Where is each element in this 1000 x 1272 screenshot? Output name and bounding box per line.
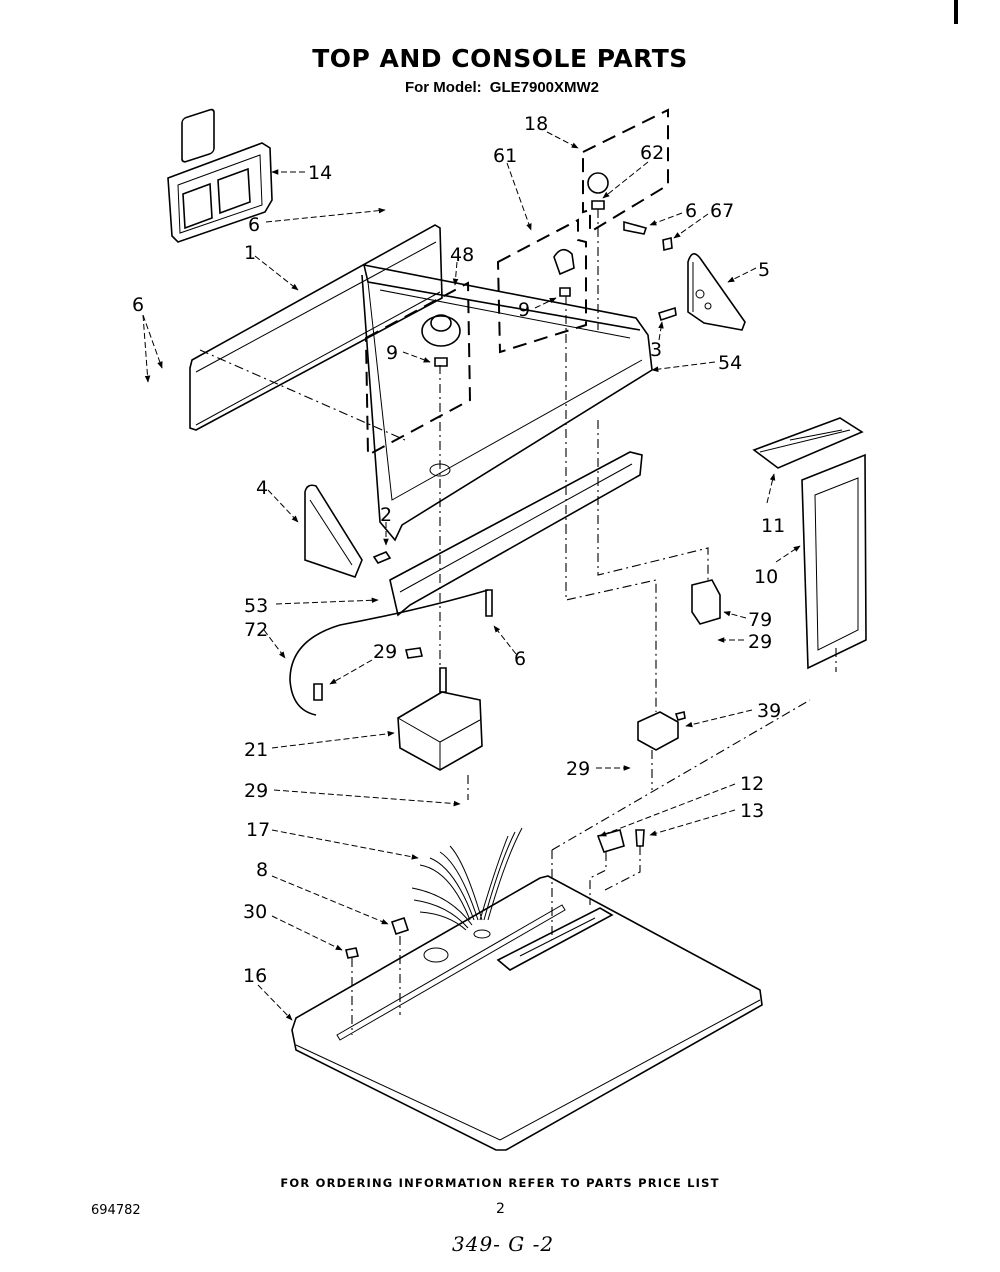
part-2-screw	[372, 551, 392, 564]
part-79-switch	[691, 579, 721, 625]
part-72-ground-wire	[289, 589, 489, 716]
callout-79: 79	[748, 609, 772, 631]
part-39-start-switch	[637, 711, 686, 751]
callout-9-left: 9	[386, 342, 398, 364]
part-48-knob	[421, 314, 461, 367]
callout-6-support: 6	[514, 648, 526, 670]
callout-6-top: 6	[248, 214, 260, 236]
callout-17: 17	[246, 819, 270, 841]
part-30-clip	[345, 947, 359, 959]
callout-30: 30	[243, 901, 267, 923]
callout-10: 10	[754, 566, 778, 588]
model-label: For Model:	[404, 79, 482, 96]
callout-62: 62	[640, 142, 664, 164]
part-29-screw-ground	[313, 683, 323, 701]
page-title: TOP AND CONSOLE PARTS	[312, 44, 688, 73]
callout-6-left: 6	[132, 294, 144, 316]
callout-48: 48	[450, 244, 474, 266]
callout-4: 4	[256, 477, 268, 499]
part-8-terminal-block	[390, 916, 410, 936]
callout-5: 5	[758, 259, 770, 281]
group-18-outline	[582, 108, 669, 234]
callout-16: 16	[243, 965, 267, 987]
part-1-back-panel	[189, 224, 443, 431]
part-3-screw	[658, 306, 677, 322]
leader-lines	[142, 131, 801, 1021]
callout-6-right: 6	[685, 200, 697, 222]
document-number: 694782	[91, 1203, 141, 1218]
callout-9-right: 9	[518, 299, 530, 321]
callout-29-start: 29	[566, 758, 590, 780]
callout-61: 61	[493, 145, 517, 167]
part-67-clip	[662, 236, 673, 252]
part-6-screw-support	[485, 589, 493, 617]
callout-14: 14	[308, 162, 332, 184]
callout-54: 54	[718, 352, 742, 374]
callout-13: 13	[740, 800, 764, 822]
group-48-outline	[364, 281, 472, 457]
part-13-screw	[635, 829, 645, 847]
callout-21: 21	[244, 739, 268, 761]
callout-29-timer: 29	[244, 780, 268, 802]
part-53-support	[389, 451, 643, 617]
part-14-bracket	[167, 108, 273, 243]
part-54-control-panel	[361, 264, 653, 542]
callout-72: 72	[244, 619, 268, 641]
callout-8: 8	[256, 859, 268, 881]
part-5-end-cap	[687, 253, 746, 331]
callout-29-ground: 29	[373, 641, 397, 663]
scan-edge-mark	[954, 0, 958, 24]
callout-18: 18	[524, 113, 548, 135]
callout-2: 2	[380, 504, 392, 526]
callout-53: 53	[244, 595, 268, 617]
callout-67: 67	[710, 200, 734, 222]
callout-3: 3	[650, 339, 662, 361]
model-subtitle: For Model: GLE7900XMW2	[0, 79, 1000, 96]
callout-1: 1	[244, 242, 256, 264]
assembly-lines	[199, 209, 837, 1035]
callout-39: 39	[757, 700, 781, 722]
part-29-clip	[405, 647, 423, 659]
part-61-knob	[553, 248, 575, 297]
callout-11: 11	[761, 515, 785, 537]
group-61-outline	[496, 218, 587, 354]
callout-29-switch: 29	[748, 631, 772, 653]
part-17-wire-harness	[411, 827, 523, 931]
part-12-clip	[596, 829, 625, 853]
callout-12: 12	[740, 773, 764, 795]
part-6-screw-right	[623, 220, 648, 235]
part-62-knob	[587, 172, 609, 210]
part-11-lint-cover	[752, 417, 864, 469]
handwritten-note: 349- G -2	[452, 1232, 555, 1256]
part-4-end-cap	[304, 484, 363, 578]
page-number: 2	[496, 1201, 505, 1217]
model-number: GLE7900XMW2	[489, 79, 600, 96]
part-10-lint-screen	[801, 453, 867, 670]
part-16-top-panel	[291, 875, 763, 1151]
ordering-note: FOR ORDERING INFORMATION REFER TO PARTS …	[280, 1176, 720, 1190]
callout-labels: 14 6 48 1 6 9 18 61 62 6 67 5 9 3 54 4 2…	[132, 113, 785, 987]
